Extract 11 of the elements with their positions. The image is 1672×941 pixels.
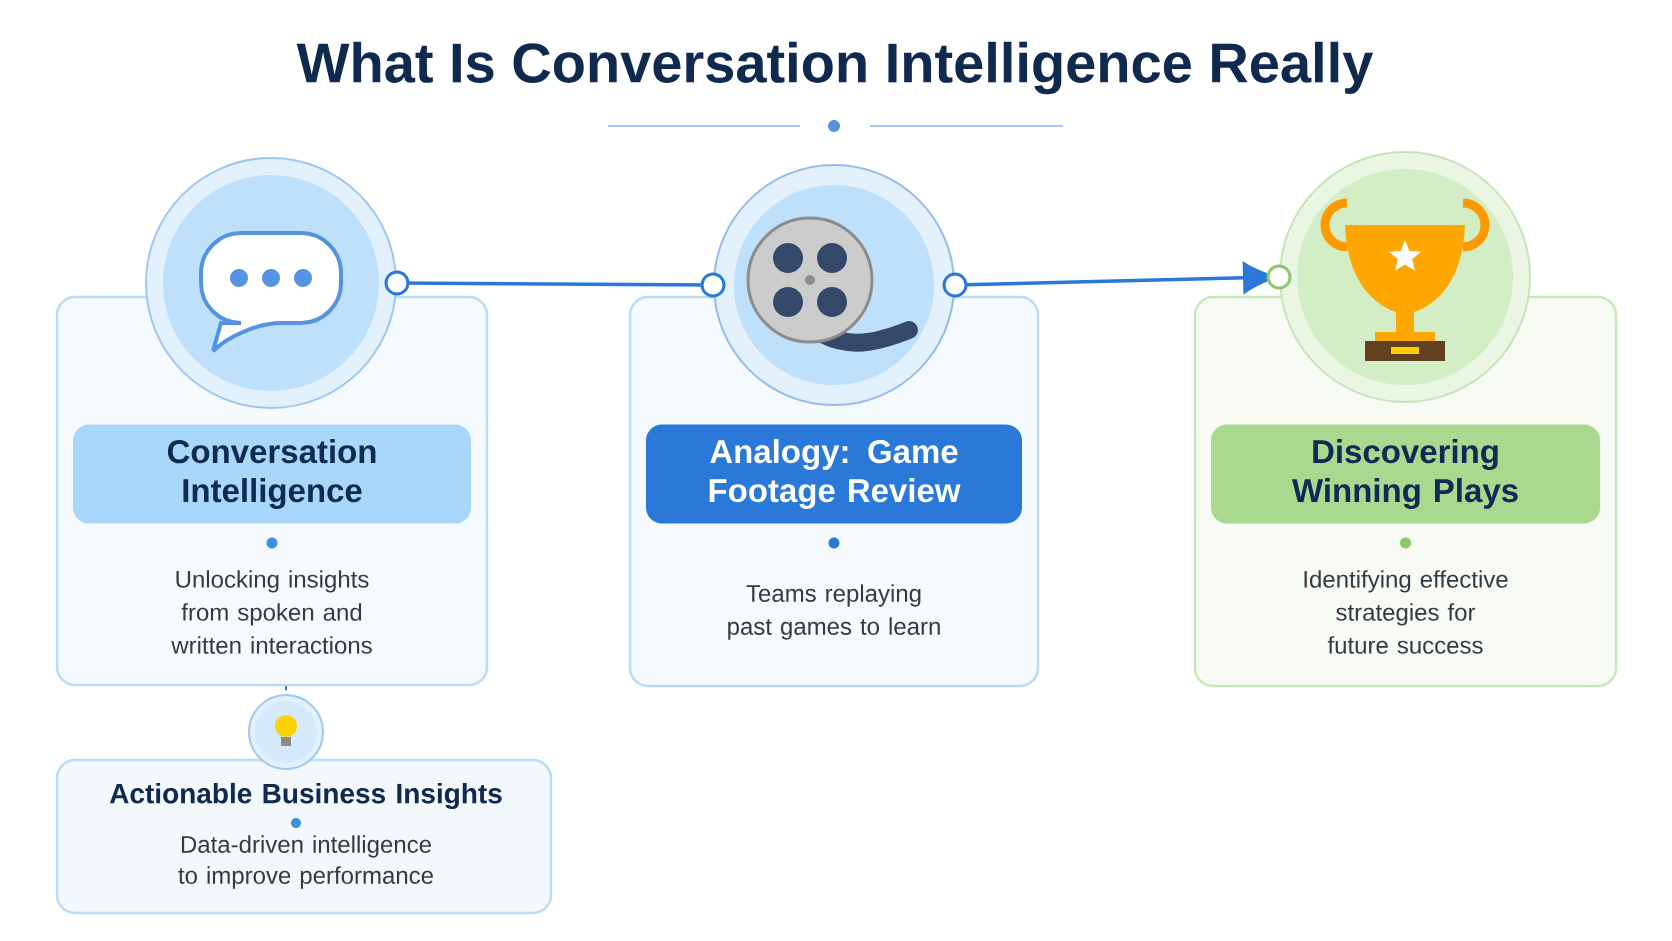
connector-arrow — [384, 270, 726, 298]
body-text: Teams replaying past games to learn — [728, 584, 940, 640]
title-pill: Discovering Winning Plays — [1211, 424, 1600, 524]
body-text: Unlocking insights from spoken and written interactions — [171, 570, 372, 654]
body-text: Identifying effective strategies for future success — [1304, 570, 1508, 654]
connector-arrow — [942, 262, 1292, 298]
body-text: Data-driven intelligence to improve performance — [178, 835, 433, 889]
title-pill: Analogy: Game Footage Review — [646, 424, 1022, 524]
title: What Is Conversation Intelligence Really — [296, 41, 1374, 95]
card-title: Actionable Business Insights — [109, 782, 502, 810]
title-pill: Conversation Intelligence — [73, 424, 471, 524]
